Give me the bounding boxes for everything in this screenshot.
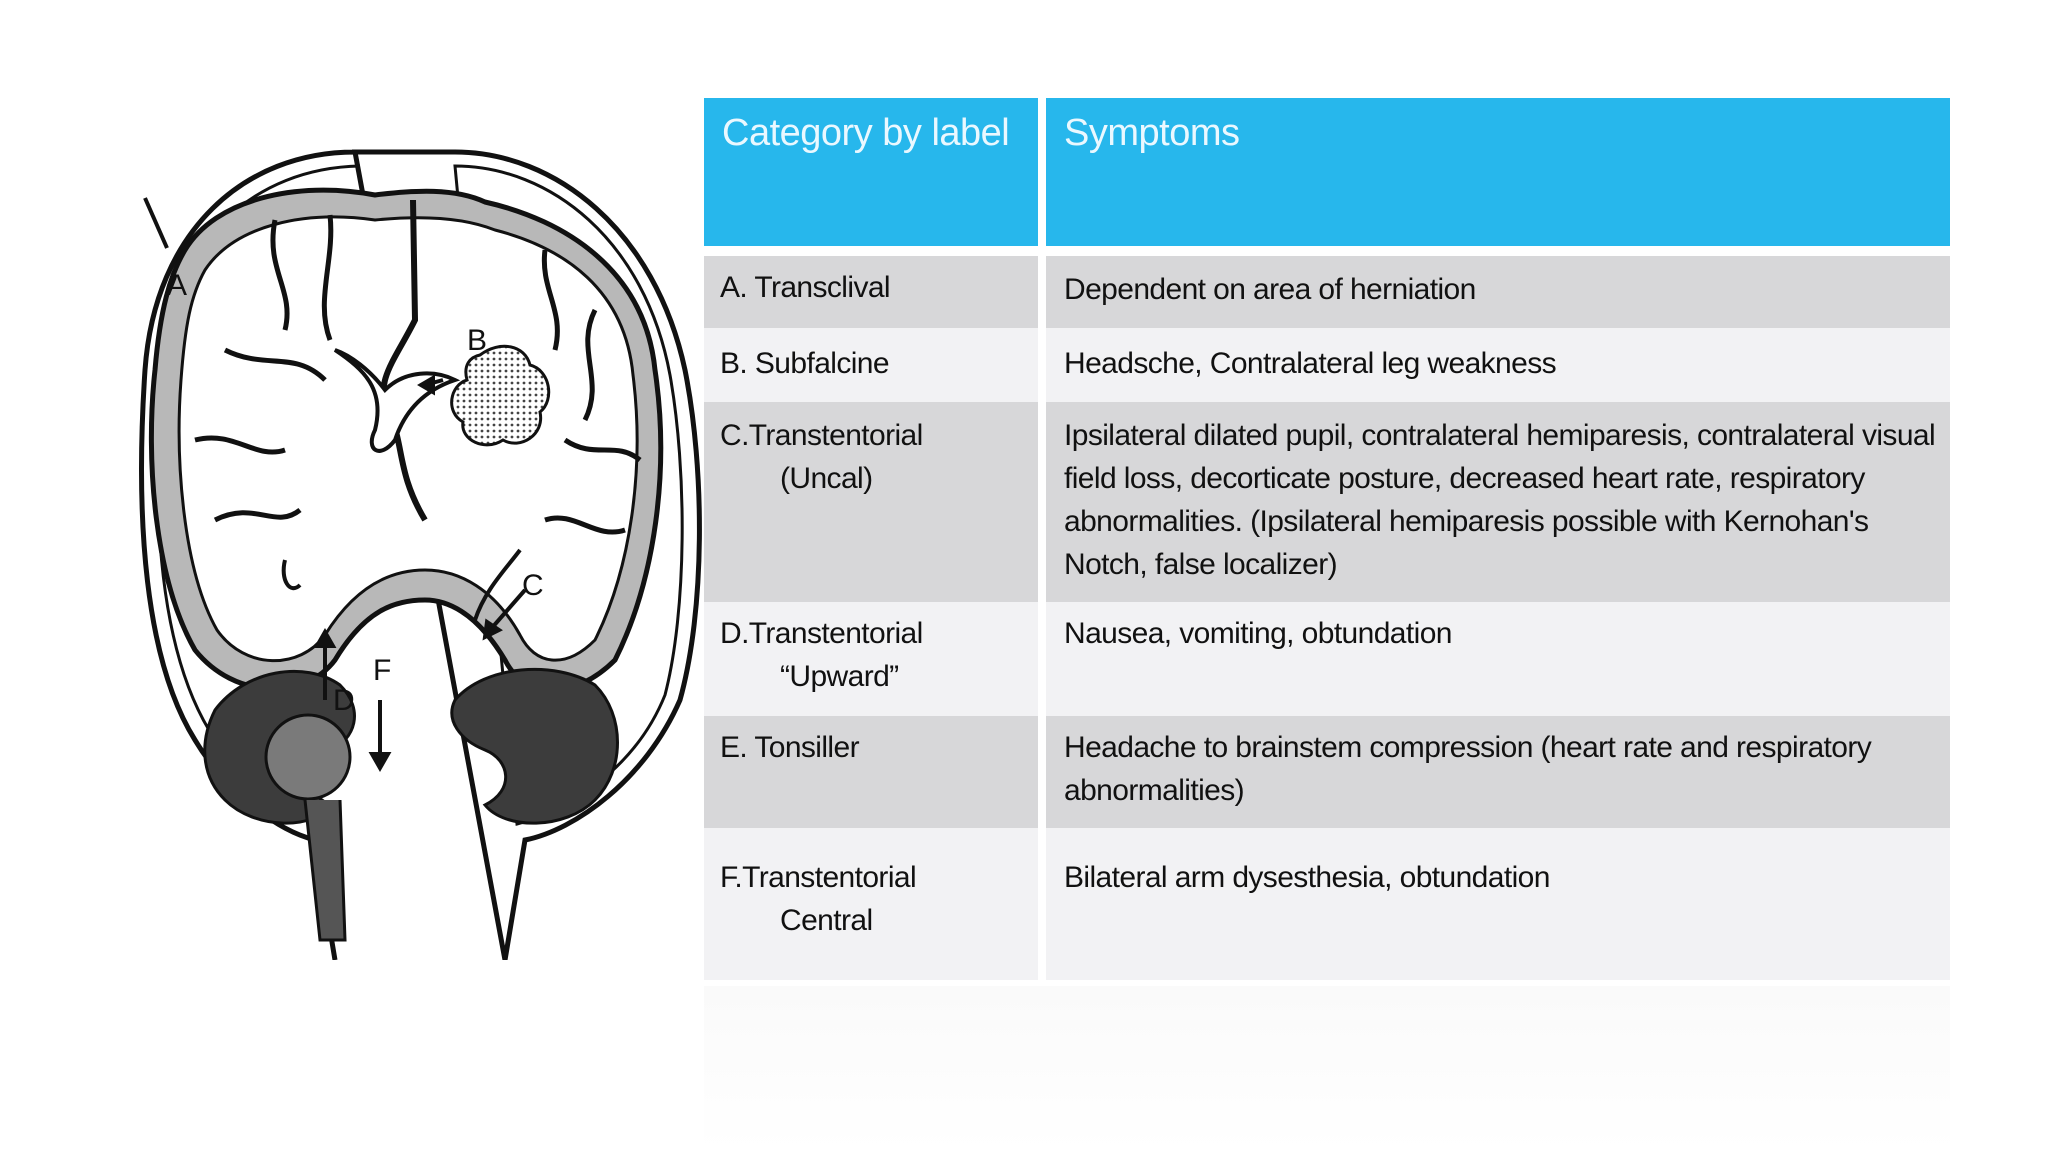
label-a: A xyxy=(167,269,187,302)
brain-herniation-diagram: A B C D F xyxy=(139,149,702,960)
category-line: E. Tonsiller xyxy=(720,731,860,764)
symptoms-cell: Headsche, Contralateral leg weakness xyxy=(1038,328,1950,402)
lateral-ventricle xyxy=(333,348,461,453)
category-cell: D.Transtentorial “Upward” xyxy=(704,602,1038,716)
symptoms-cell: Nausea, vomiting, obtundation xyxy=(1038,602,1950,716)
table-row: B. Subfalcine Headsche, Contralateral le… xyxy=(704,328,1950,402)
cerebellum-right xyxy=(450,667,619,825)
table-row: E. Tonsiller Headache to brainstem compr… xyxy=(704,716,1950,828)
herniation-table: Category by label Symptoms A. Transcliva… xyxy=(704,98,1950,980)
symptoms-cell: Ipsilateral dilated pupil, contralateral… xyxy=(1038,402,1950,602)
category-line: (Uncal) xyxy=(780,462,873,495)
header-symptoms: Symptoms xyxy=(1038,98,1950,246)
symptoms-cell: Dependent on area of herniation xyxy=(1038,256,1950,328)
label-d: D xyxy=(333,684,355,717)
label-b: B xyxy=(467,324,487,357)
table-row: C.Transtentorial (Uncal) Ipsilateral dil… xyxy=(704,402,1950,602)
label-c: C xyxy=(522,569,544,602)
table-row: F.Transtentorial Central Bilateral arm d… xyxy=(704,828,1950,980)
category-line: Central xyxy=(780,904,873,937)
symptoms-cell: Headache to brainstem compression (heart… xyxy=(1038,716,1950,828)
category-line: F.Transtentorial xyxy=(720,861,917,894)
category-cell: C.Transtentorial (Uncal) xyxy=(704,402,1038,602)
label-f: F xyxy=(373,654,391,687)
table-row: D.Transtentorial “Upward” Nausea, vomiti… xyxy=(704,602,1950,716)
category-line: “Upward” xyxy=(780,660,899,693)
category-line: A. Transclival xyxy=(720,271,891,304)
table-row: A. Transclival Dependent on area of hern… xyxy=(704,256,1950,328)
category-cell: A. Transclival xyxy=(704,256,1038,328)
tumor-mass xyxy=(450,344,551,447)
table-header-row: Category by label Symptoms xyxy=(704,98,1950,246)
category-cell: F.Transtentorial Central xyxy=(704,828,1038,980)
category-line: D.Transtentorial xyxy=(720,617,923,650)
category-line: C.Transtentorial xyxy=(720,419,923,452)
table-fade xyxy=(704,986,1950,1152)
category-cell: B. Subfalcine xyxy=(704,328,1038,402)
category-cell: E. Tonsiller xyxy=(704,716,1038,828)
symptoms-cell: Bilateral arm dysesthesia, obtundation xyxy=(1038,828,1950,980)
category-line: B. Subfalcine xyxy=(720,347,890,380)
header-category: Category by label xyxy=(704,98,1038,246)
brainstem-mass xyxy=(264,713,352,801)
